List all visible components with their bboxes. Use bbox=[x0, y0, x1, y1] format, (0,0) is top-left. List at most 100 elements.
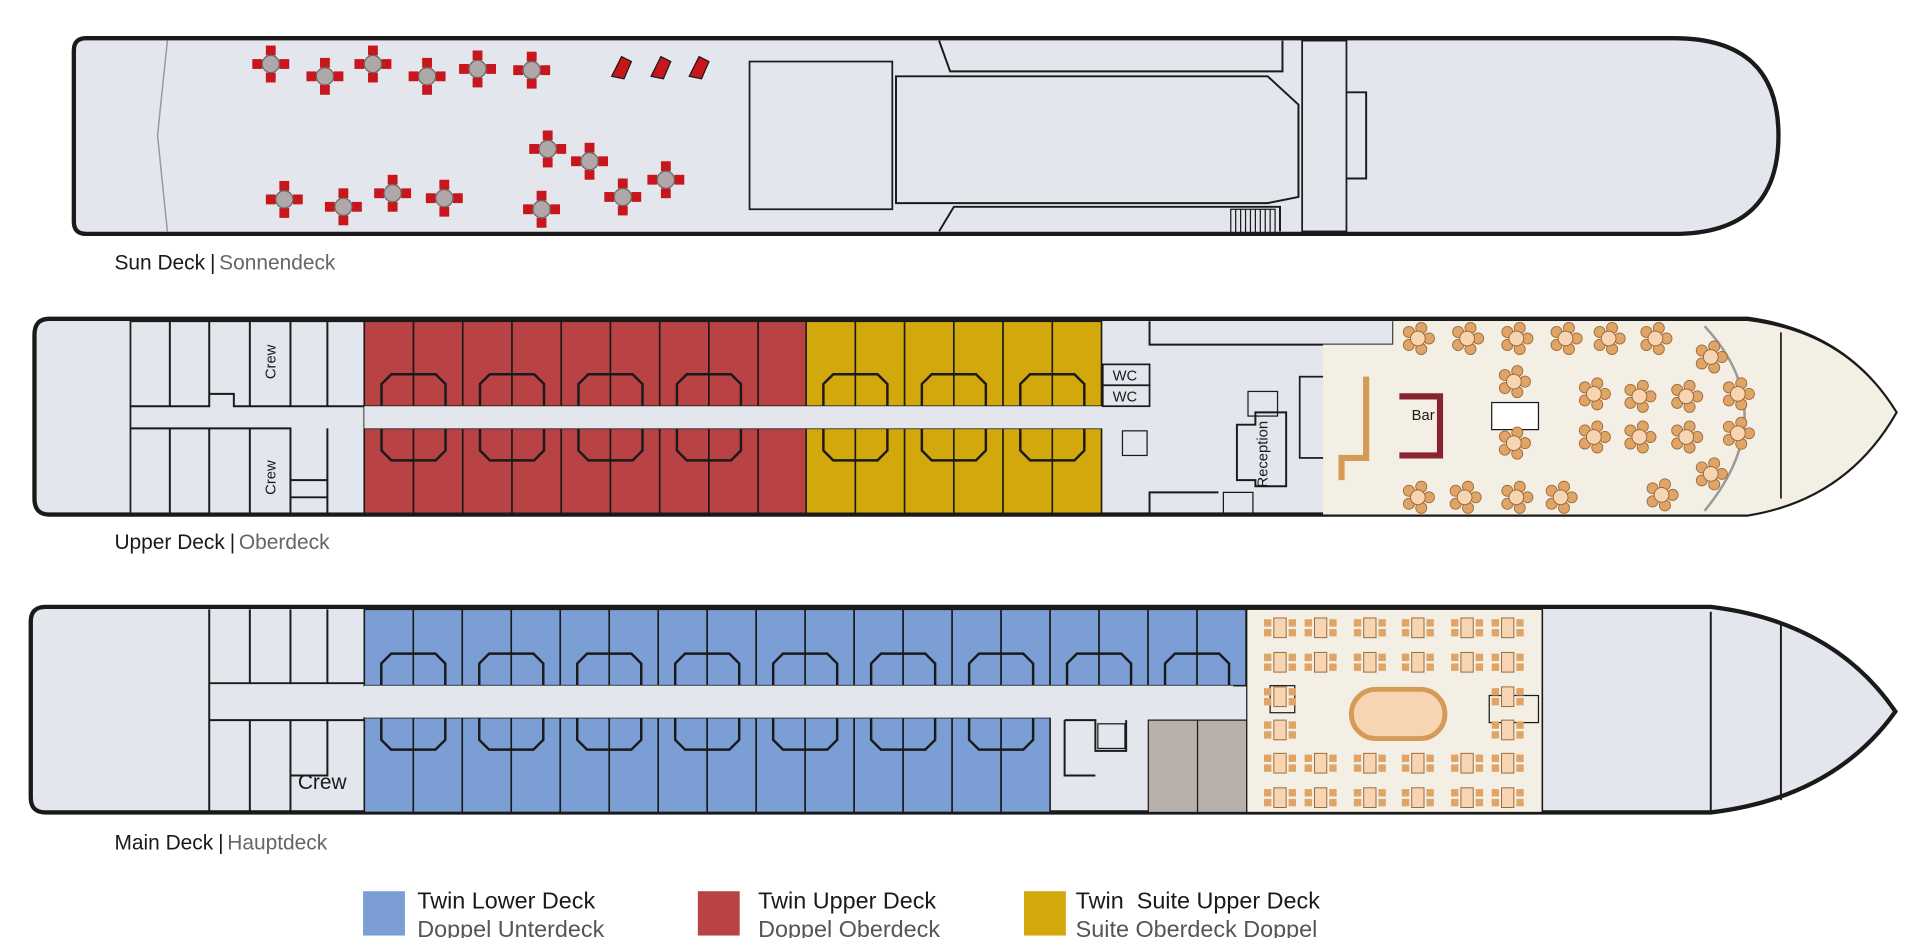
restaurant-table bbox=[1264, 787, 1296, 809]
restaurant-table bbox=[1264, 651, 1296, 673]
restaurant-table bbox=[1264, 617, 1296, 639]
cabin-twin-lower[interactable] bbox=[657, 608, 708, 687]
cabin-twin-lower[interactable] bbox=[853, 716, 904, 814]
cabin-twin-upper[interactable] bbox=[461, 320, 513, 408]
lounge-table bbox=[1452, 322, 1485, 356]
cabin-twin-lower[interactable] bbox=[510, 716, 562, 814]
cabin-twin-lower[interactable] bbox=[755, 716, 806, 814]
cabin-twin-upper[interactable] bbox=[511, 320, 563, 408]
cabin-suite-upper[interactable] bbox=[854, 320, 906, 408]
cabin-twin-lower[interactable] bbox=[461, 608, 513, 687]
restaurant-table bbox=[1353, 752, 1386, 774]
bar-label: Bar bbox=[1412, 408, 1435, 424]
sun-deck-stairwell bbox=[1301, 39, 1348, 233]
cabin-twin-upper[interactable] bbox=[560, 320, 612, 408]
cabin-twin-lower[interactable] bbox=[363, 716, 415, 814]
cabin-twin-upper[interactable] bbox=[658, 320, 710, 408]
cabin-twin-upper[interactable] bbox=[560, 427, 612, 515]
lounge-table bbox=[1402, 480, 1435, 514]
cabin-twin-lower[interactable] bbox=[804, 716, 855, 814]
cabin-twin-lower[interactable] bbox=[1098, 608, 1149, 687]
cabin-twin-lower[interactable] bbox=[608, 608, 660, 687]
cabin-twin-upper[interactable] bbox=[363, 427, 415, 515]
crew-area-upper bbox=[129, 320, 366, 515]
cabin-twin-lower[interactable] bbox=[1196, 608, 1247, 687]
cabin-twin-lower[interactable] bbox=[559, 716, 611, 814]
cabin-twin-upper[interactable] bbox=[708, 427, 759, 515]
lounge-table bbox=[1646, 478, 1679, 512]
cabin-twin-lower[interactable] bbox=[902, 608, 953, 687]
legend: Twin Lower Deck Doppel Unterdeck Twin Up… bbox=[363, 887, 1320, 938]
main-deck-label: Main Deck|Hauptdeck bbox=[114, 831, 327, 854]
cabin-suite-upper[interactable] bbox=[953, 320, 1004, 408]
restaurant-table bbox=[1264, 752, 1296, 774]
cabin-twin-lower[interactable] bbox=[804, 608, 855, 687]
legend-label-de: Doppel Oberdeck bbox=[758, 916, 940, 938]
sun-table bbox=[513, 51, 551, 89]
lounge-table bbox=[1498, 426, 1531, 460]
restaurant-table bbox=[1401, 752, 1434, 774]
cabin-twin-lower[interactable] bbox=[608, 716, 660, 814]
cabin-twin-lower[interactable] bbox=[461, 716, 513, 814]
cabin-twin-lower[interactable] bbox=[510, 608, 562, 687]
cabin-twin-upper[interactable] bbox=[363, 320, 415, 408]
sun-table bbox=[459, 50, 496, 88]
cabin-twin-upper[interactable] bbox=[658, 427, 710, 515]
cabin-suite-upper[interactable] bbox=[805, 320, 857, 408]
cabin-twin-lower[interactable] bbox=[412, 716, 464, 814]
restaurant-table bbox=[1491, 787, 1524, 809]
cabin-twin-lower[interactable] bbox=[951, 716, 1002, 814]
cabin-twin-upper[interactable] bbox=[757, 427, 809, 515]
cabin-twin-upper[interactable] bbox=[609, 320, 661, 408]
cabin-suite-upper[interactable] bbox=[805, 427, 857, 515]
cabin-twin-lower[interactable] bbox=[853, 608, 904, 687]
cabin-suite-upper[interactable] bbox=[953, 427, 1004, 515]
cabin-suite-upper[interactable] bbox=[1051, 320, 1103, 408]
lounge-table bbox=[1671, 379, 1704, 413]
sun-deck-structure bbox=[748, 60, 894, 211]
cabin-twin-lower[interactable] bbox=[657, 716, 708, 814]
legend-label-de: Doppel Unterdeck bbox=[417, 916, 604, 938]
cabin-twin-upper[interactable] bbox=[609, 427, 661, 515]
cabin-twin-lower[interactable] bbox=[1000, 608, 1051, 687]
cabin-twin-upper[interactable] bbox=[412, 427, 464, 515]
cabin-suite-upper[interactable] bbox=[903, 320, 955, 408]
cabin-twin-lower[interactable] bbox=[951, 608, 1002, 687]
cabin-twin-upper[interactable] bbox=[412, 320, 464, 408]
lounge-table bbox=[1695, 340, 1728, 374]
cabin-suite-upper[interactable] bbox=[1002, 427, 1054, 515]
cabin-twin-lower[interactable] bbox=[706, 716, 757, 814]
main-deck: Crew Main Deck|Hauptdeck bbox=[28, 604, 1899, 854]
restaurant-table bbox=[1304, 787, 1337, 809]
legend-swatch-twin-lower bbox=[363, 891, 405, 936]
lounge-table bbox=[1449, 480, 1482, 514]
cabin-twin-upper[interactable] bbox=[511, 427, 563, 515]
cabin-suite-upper[interactable] bbox=[1051, 427, 1103, 515]
sun-table bbox=[324, 188, 362, 226]
cabin-suite-upper[interactable] bbox=[903, 427, 955, 515]
cabin-twin-lower[interactable] bbox=[363, 608, 415, 687]
cabin-twin-lower[interactable] bbox=[755, 608, 806, 687]
buffet-island bbox=[1348, 686, 1448, 742]
cabin-twin-upper[interactable] bbox=[461, 427, 513, 515]
lounge-table bbox=[1501, 322, 1534, 356]
lounge-floor bbox=[1323, 321, 1896, 515]
cabin-suite-upper[interactable] bbox=[854, 427, 906, 515]
cabin-suite-upper[interactable] bbox=[1002, 320, 1054, 408]
cabin-twin-lower[interactable] bbox=[902, 716, 953, 814]
cabin-twin-upper[interactable] bbox=[708, 320, 759, 408]
cabin-twin-lower[interactable] bbox=[1000, 716, 1051, 814]
cabin-twin-lower[interactable] bbox=[1147, 608, 1198, 687]
restaurant-table bbox=[1353, 651, 1386, 673]
lounge-table bbox=[1501, 480, 1534, 514]
lounge-table bbox=[1498, 365, 1531, 399]
sun-deck-hull bbox=[71, 36, 1781, 237]
lounge-table bbox=[1545, 480, 1578, 514]
crew-label: Crew bbox=[264, 460, 280, 495]
cabin-twin-lower[interactable] bbox=[1049, 608, 1100, 687]
restaurant-table bbox=[1353, 787, 1386, 809]
cabin-twin-lower[interactable] bbox=[706, 608, 757, 687]
cabin-twin-lower[interactable] bbox=[559, 608, 611, 687]
cabin-twin-lower[interactable] bbox=[412, 608, 464, 687]
cabin-twin-upper[interactable] bbox=[757, 320, 809, 408]
